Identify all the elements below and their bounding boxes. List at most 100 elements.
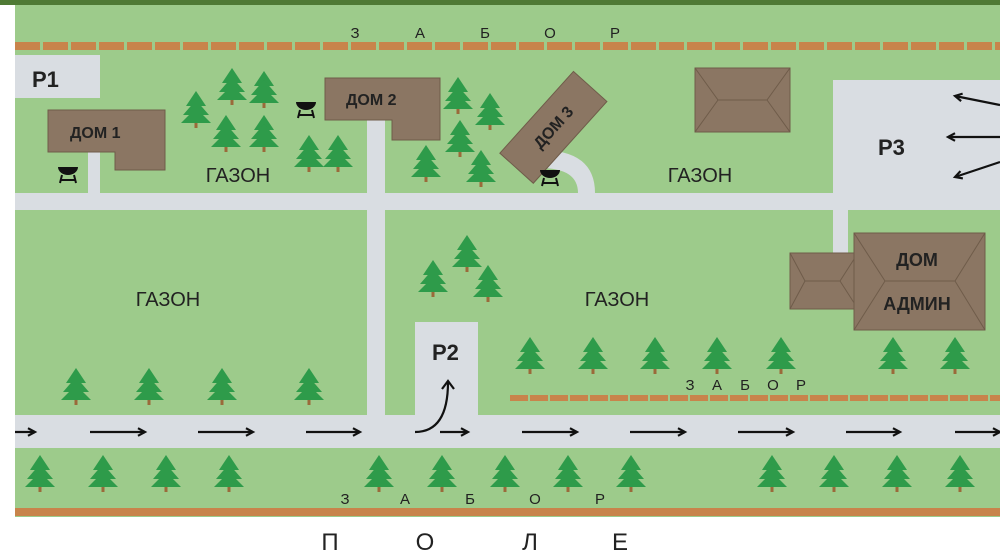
arrow-icon xyxy=(306,427,363,437)
tree-icon xyxy=(940,337,970,374)
arrow-icon xyxy=(630,427,688,437)
arrow-icon xyxy=(440,427,471,437)
p2-label: P2 xyxy=(432,340,459,365)
top-border xyxy=(0,0,1000,5)
tree-icon xyxy=(616,455,646,492)
fence-letter: Б xyxy=(480,25,490,42)
arrow-icon xyxy=(198,427,256,437)
tree-icon xyxy=(134,368,164,405)
tree-icon xyxy=(490,455,520,492)
grill-icon xyxy=(296,102,316,119)
field-letter: О xyxy=(416,529,435,556)
tree-icon xyxy=(323,135,353,172)
tree-icon xyxy=(553,455,583,492)
fence-letter: З xyxy=(350,25,359,42)
tree-icon xyxy=(819,455,849,492)
admin-label-1: ДОМ xyxy=(896,250,938,270)
house-dom3[interactable] xyxy=(499,70,608,184)
fence-letter: Б xyxy=(740,377,750,394)
parking-p1 xyxy=(15,55,100,98)
tree-icon xyxy=(418,260,448,297)
tree-icon xyxy=(640,337,670,374)
road-arrows xyxy=(15,92,1000,437)
tree-icon xyxy=(294,135,324,172)
tree-icon xyxy=(578,337,608,374)
tree-icon xyxy=(882,455,912,492)
path-dom1 xyxy=(88,152,100,197)
inner-path xyxy=(15,193,1000,210)
grills xyxy=(58,102,560,187)
tree-icon xyxy=(427,455,457,492)
arrow-icon xyxy=(90,427,148,437)
lawn-label: ГАЗОН xyxy=(668,165,732,187)
path-admin xyxy=(833,205,848,255)
grill-icon xyxy=(540,170,560,187)
arrow-icon xyxy=(952,92,1000,107)
tree-icon xyxy=(515,337,545,374)
fence-bottom xyxy=(15,508,1000,516)
arrow-icon xyxy=(846,427,903,437)
fence-letter: Р xyxy=(796,377,806,394)
tree-icon xyxy=(878,337,908,374)
tree-icon xyxy=(757,455,787,492)
tree-icon xyxy=(61,368,91,405)
tree-icon xyxy=(211,115,241,152)
roads xyxy=(15,55,1000,448)
fence-letter: А xyxy=(415,25,425,42)
house-dom1[interactable] xyxy=(47,109,166,171)
tree-icon xyxy=(249,71,279,108)
turn-arrow-icon xyxy=(414,379,455,434)
fence-letter: О xyxy=(767,377,779,394)
tree-icon xyxy=(207,368,237,405)
tree-icon xyxy=(702,337,732,374)
house-hip-roof[interactable] xyxy=(694,67,791,133)
tree-icon xyxy=(445,120,475,157)
house-admin[interactable] xyxy=(789,232,986,331)
fence-letter: Р xyxy=(595,491,605,508)
tree-icon xyxy=(364,455,394,492)
dom2-label: ДОМ 2 xyxy=(346,92,397,109)
parking-p3 xyxy=(833,80,1000,210)
tree-icon xyxy=(249,115,279,152)
arrow-icon xyxy=(15,427,38,437)
tree-icon xyxy=(411,145,441,182)
fence-letter: О xyxy=(529,491,541,508)
arrow-icon xyxy=(522,427,580,437)
fence-letter: Б xyxy=(465,491,475,508)
admin-label-2: АДМИН xyxy=(883,294,950,314)
tree-icon xyxy=(473,265,503,302)
tree-icon xyxy=(214,455,244,492)
trees xyxy=(25,68,975,492)
tree-icon xyxy=(766,337,796,374)
lawn-label: ГАЗОН xyxy=(206,165,270,187)
tree-icon xyxy=(181,91,211,128)
grill-icon xyxy=(58,167,78,184)
arrow-icon xyxy=(738,427,796,437)
tree-icon xyxy=(443,77,473,114)
field-letter: Е xyxy=(612,529,628,556)
fence-letter: О xyxy=(544,25,556,42)
fence-letter: З xyxy=(685,377,694,394)
arrow-icon xyxy=(955,427,1000,437)
dom1-label: ДОМ 1 xyxy=(70,125,121,142)
lawn-label: ГАЗОН xyxy=(136,289,200,311)
p1-label: P1 xyxy=(32,67,59,92)
fence-letter: А xyxy=(400,491,410,508)
fence-letter: Р xyxy=(610,25,620,42)
tree-icon xyxy=(151,455,181,492)
field-letter: Л xyxy=(522,529,538,556)
main-road[interactable] xyxy=(15,415,1000,448)
tree-icon xyxy=(475,93,505,130)
tree-icon xyxy=(945,455,975,492)
fence-letter: А xyxy=(712,377,722,394)
arrow-icon xyxy=(945,132,1000,142)
tree-icon xyxy=(466,150,496,187)
fence-letter: З xyxy=(340,491,349,508)
house-dom2[interactable] xyxy=(324,77,441,141)
field-letter: П xyxy=(321,529,338,556)
tree-icon xyxy=(452,235,482,272)
lawn-label: ГАЗОН xyxy=(585,289,649,311)
p3-label: P3 xyxy=(878,135,905,160)
path-dom2 xyxy=(367,118,385,418)
